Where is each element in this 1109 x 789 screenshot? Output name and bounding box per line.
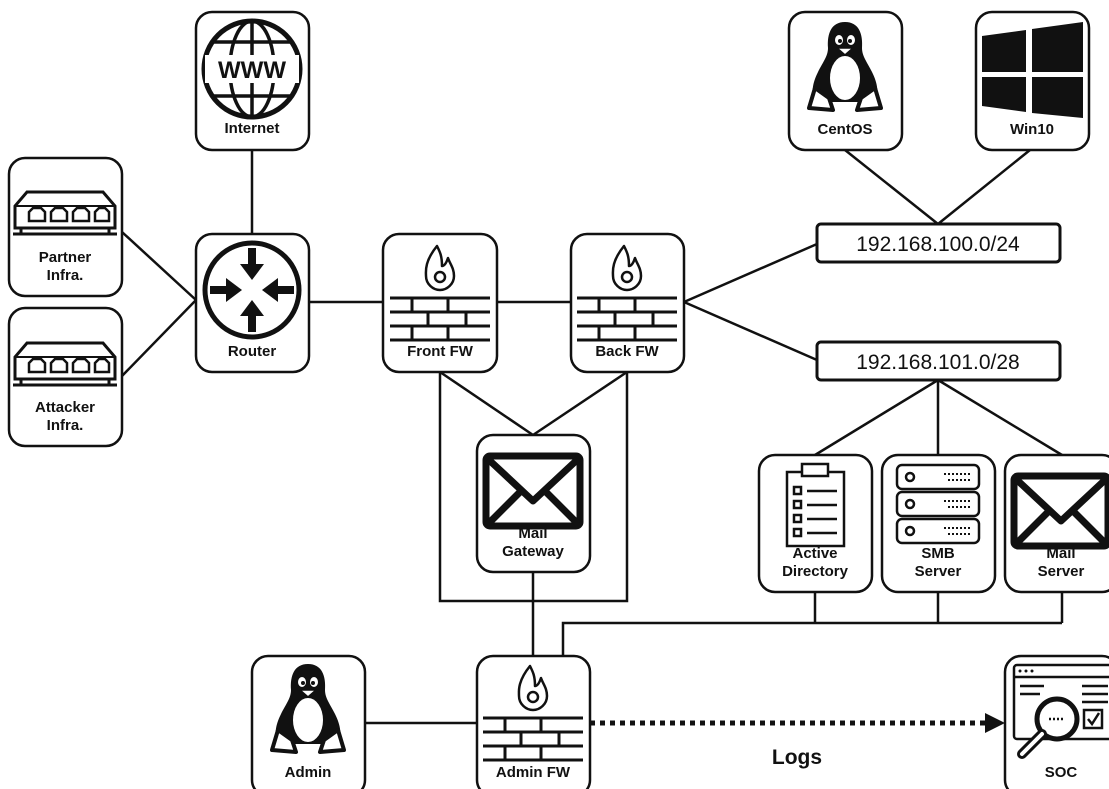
network-box-100: 192.168.100.0/24: [815, 222, 1062, 264]
centos-label: CentOS: [817, 121, 872, 138]
internet-label: Internet: [224, 120, 279, 137]
node-partner-infra: Partner Infra.: [7, 156, 124, 298]
partner-infra-label-line1: Partner: [39, 249, 92, 266]
network-box-101: 192.168.101.0/28: [815, 340, 1062, 382]
node-internet: WWW Internet: [194, 10, 311, 152]
back-fw-label: Back FW: [595, 343, 659, 360]
server-rack-icon: [895, 463, 981, 545]
node-smb-server: SMB Server: [880, 453, 997, 594]
mail-server-label-line2: Server: [1038, 563, 1085, 580]
admin-label: Admin: [285, 764, 332, 781]
switch-icon: [11, 190, 119, 236]
mail-gateway-label-line1: Mail: [518, 525, 547, 542]
switch-icon: [11, 341, 119, 387]
node-back-fw: Back FW: [569, 232, 686, 374]
connection-lines: [121, 149, 1064, 733]
node-mail-server: Mail Server: [1003, 453, 1109, 594]
globe-www-icon: WWW: [201, 18, 303, 120]
node-router: Router: [194, 232, 311, 374]
windows-logo-icon: [982, 22, 1083, 118]
smb-server-label-line2: Server: [915, 563, 962, 580]
soc-label: SOC: [1045, 764, 1078, 781]
router-icon: [202, 240, 302, 340]
logs-label: Logs: [772, 746, 822, 769]
partner-infra-label-line2: Infra.: [47, 267, 84, 284]
envelope-icon: [1014, 476, 1108, 546]
www-text: WWW: [218, 57, 286, 84]
mail-server-label-line1: Mail: [1046, 545, 1075, 562]
attacker-infra-label-line1: Attacker: [35, 399, 95, 416]
node-attacker-infra: Attacker Infra.: [7, 306, 124, 448]
clipboard-list-icon: [785, 462, 846, 548]
admin-fw-label: Admin FW: [496, 764, 571, 781]
node-mail-gateway: Mail Gateway: [475, 433, 592, 574]
envelope-icon: [486, 456, 580, 526]
mail-gateway-label-line2: Gateway: [502, 543, 564, 560]
attacker-infra-label-line2: Infra.: [47, 417, 84, 434]
node-soc: SOC: [1003, 654, 1109, 789]
node-admin: Admin: [250, 654, 367, 789]
node-front-fw: Front FW: [381, 232, 499, 374]
active-directory-label-line2: Directory: [782, 563, 849, 580]
soc-monitor-magnifier-icon: [1012, 663, 1109, 759]
front-fw-label: Front FW: [407, 343, 474, 360]
node-active-directory: Active Directory: [757, 453, 874, 594]
router-label: Router: [228, 343, 276, 360]
smb-server-label-line1: SMB: [921, 545, 955, 562]
network-101-label: 192.168.101.0/28: [856, 351, 1020, 374]
node-win10: Win10: [974, 10, 1091, 152]
node-centos: CentOS: [787, 10, 904, 152]
active-directory-label-line1: Active: [792, 545, 837, 562]
network-100-label: 192.168.100.0/24: [856, 233, 1020, 256]
win10-label: Win10: [1010, 121, 1054, 138]
node-admin-fw: Admin FW: [475, 654, 592, 789]
